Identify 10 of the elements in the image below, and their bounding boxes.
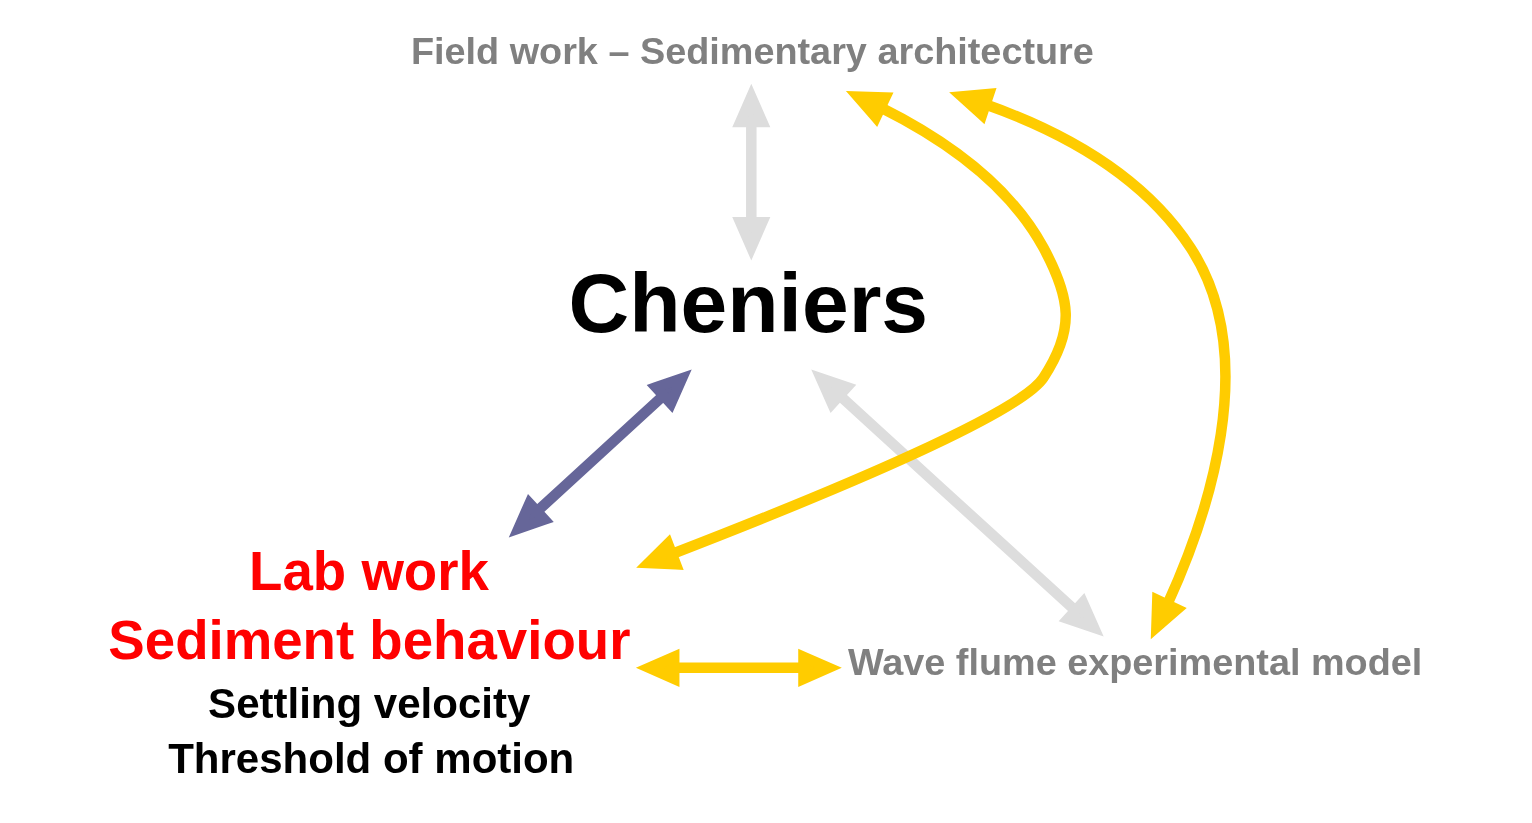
node-text: Cheniers	[568, 255, 929, 350]
arrow	[949, 88, 1231, 640]
arrow	[636, 91, 1071, 570]
arrow	[508, 369, 692, 538]
node-text: Lab work Sediment behaviour Settling velocity Threshold of motion	[108, 540, 631, 782]
arrow	[732, 83, 771, 261]
arrow	[811, 369, 1104, 637]
node-text: Wave flume experimental model	[847, 640, 1423, 683]
node-text: Field work – Sedimentary architecture	[410, 29, 1094, 72]
arrow	[635, 648, 842, 687]
